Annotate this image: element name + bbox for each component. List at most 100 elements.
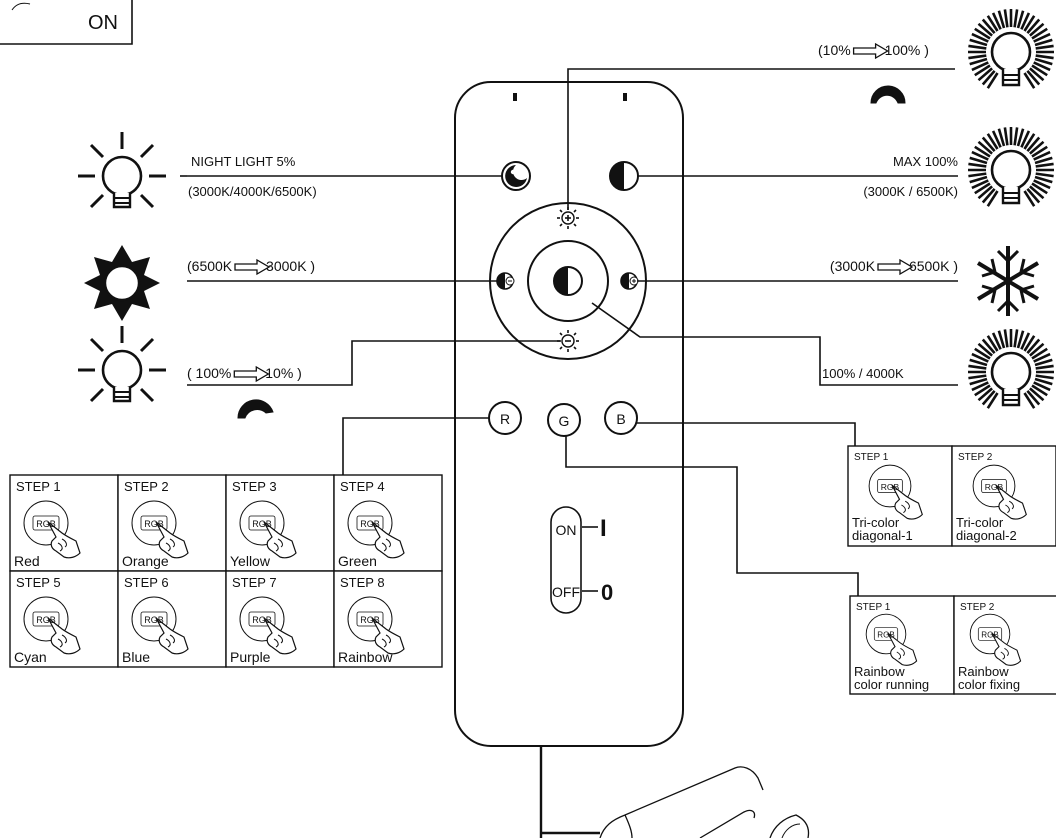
rgb-button-label: RGB: [881, 482, 900, 492]
night-light-cct: (3000K/4000K/6500K): [188, 184, 317, 199]
step-description: Tri-color: [956, 515, 1004, 530]
hand-press-icon: RGB: [969, 613, 1022, 666]
step-description: Red: [14, 553, 40, 569]
step-description: diagonal-1: [852, 528, 913, 543]
step-description: Rainbow: [338, 649, 393, 665]
half-circle-icon: [610, 162, 624, 190]
hand-press-icon: RGB: [868, 464, 923, 520]
power-switch[interactable]: ON OFF I 0: [550, 506, 613, 614]
rgb-button-label: RGB: [144, 519, 164, 529]
step-description: Rainbow: [958, 664, 1009, 679]
max-title: MAX 100%: [893, 154, 958, 169]
night-light-title: NIGHT LIGHT 5%: [191, 154, 296, 169]
step-label: STEP 1: [854, 452, 889, 463]
max-cct: (3000K / 6500K): [863, 184, 958, 199]
warmer-range: (6500K 3000K ): [187, 258, 315, 274]
step-label: STEP 2: [960, 602, 995, 613]
rgb-button-label: RGB: [252, 519, 272, 529]
step-description: Yellow: [230, 553, 271, 569]
rgb-button-label: RGB: [36, 519, 56, 529]
brightness-up-range: (10% 100% ): [818, 42, 929, 58]
step-description: Green: [338, 553, 377, 569]
bright-bulb-icon: [968, 127, 1054, 207]
remote-control: R G B ON OFF I 0: [454, 81, 684, 747]
function-labels: (10% 100% ) NIGHT LIGHT 5% (3000K/4000K/…: [187, 42, 958, 381]
hand-press-icon: RGB: [347, 596, 405, 655]
hand-press-icon: RGB: [865, 613, 918, 666]
step-description: diagonal-2: [956, 528, 1017, 543]
step-cell: STEP 8 RGB Rainbow: [333, 570, 443, 668]
green-button-label: G: [559, 413, 570, 429]
dim-moon-icon: [870, 85, 906, 104]
switch-off-label: OFF: [552, 584, 580, 600]
on-indicator-badge: ON: [0, 0, 133, 45]
cooler-cct-button[interactable]: [620, 272, 639, 290]
rgb-button-label: RGB: [360, 615, 380, 625]
hand-press-icon: RGB: [23, 596, 81, 655]
brightness-down-range: ( 100% 10% ): [187, 365, 302, 381]
rgb-button-label: RGB: [36, 615, 56, 625]
step-label: STEP 8: [340, 575, 385, 590]
blue-button-label: B: [616, 411, 625, 427]
step-label: STEP 4: [340, 479, 385, 494]
blue-mode-button[interactable]: B: [604, 401, 638, 435]
rgb-button-label: RGB: [985, 482, 1004, 492]
step-description: Tri-color: [852, 515, 900, 530]
on-indicator-label: ON: [88, 12, 118, 34]
dim-bulb-icon: [76, 324, 168, 403]
range-arrow-icon: [233, 366, 269, 382]
step-description: Orange: [122, 553, 169, 569]
remote-side-view: [599, 766, 810, 838]
switch-on-label: ON: [556, 522, 577, 538]
step-cell: STEP 5 RGB Cyan: [9, 570, 119, 668]
hand-press-icon: RGB: [239, 500, 297, 559]
dim-moon-icon: [237, 399, 274, 419]
step-description: Cyan: [14, 649, 47, 665]
rgb-button-label: RGB: [144, 615, 164, 625]
max-brightness-button[interactable]: [609, 161, 639, 191]
step-label: STEP 3: [232, 479, 277, 494]
rgb-button-label: RGB: [252, 615, 272, 625]
step-label: STEP 7: [232, 575, 277, 590]
green-mode-button[interactable]: G: [547, 403, 581, 437]
warm-sun-icon: [84, 245, 160, 321]
center-default-label: 100% / 4000K: [822, 366, 904, 381]
night-light-button[interactable]: [501, 161, 531, 191]
center-default-button[interactable]: [527, 240, 609, 322]
hand-press-icon: RGB: [131, 596, 189, 655]
bright-bulb-icon: [968, 329, 1054, 409]
night-light-bulb-icon: [76, 130, 168, 209]
ir-led-left: [513, 93, 517, 101]
step-label: STEP 5: [16, 575, 61, 590]
rgb-button-label: RGB: [981, 631, 999, 640]
step-description: color running: [854, 677, 929, 692]
switch-off-mark: 0: [601, 580, 613, 605]
red-mode-button[interactable]: R: [488, 401, 522, 435]
step-cell: STEP 3 RGB Yellow: [225, 474, 335, 572]
step-description: Blue: [122, 649, 150, 665]
range-arrow-icon: [234, 259, 270, 275]
hand-press-icon: RGB: [131, 500, 189, 559]
step-description: color fixing: [958, 677, 1020, 692]
hand-press-icon: RGB: [347, 500, 405, 559]
bright-bulb-icon: [968, 9, 1054, 89]
red-button-label: R: [500, 411, 510, 427]
step-label: STEP 2: [958, 452, 993, 463]
hand-press-icon: RGB: [23, 500, 81, 559]
step-cell: STEP 7 RGB Purple: [225, 570, 335, 668]
warmer-cct-button[interactable]: [496, 272, 515, 290]
step-label: STEP 1: [16, 479, 61, 494]
cooler-range: (3000K 6500K ): [830, 258, 958, 274]
moon-icon: [505, 165, 527, 187]
step-description: Purple: [230, 649, 271, 665]
range-arrow-icon: [877, 259, 913, 275]
ir-led-right: [623, 93, 627, 101]
